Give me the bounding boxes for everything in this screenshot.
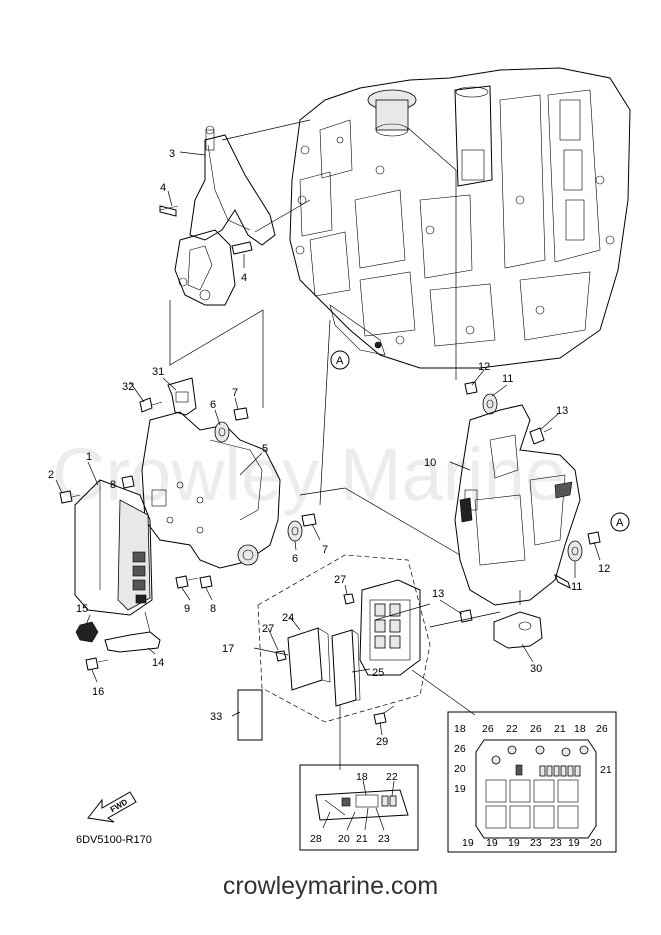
inset-left: 18 22 28 20 21 23 (299, 764, 419, 851)
inset-right-right-21: 21 (600, 764, 612, 776)
upper-bracket (159, 119, 311, 306)
relay-box (359, 579, 421, 676)
group-17-boundary (257, 554, 431, 723)
callout-27-right: 27 (334, 574, 346, 586)
callout-24: 24 (282, 612, 294, 624)
callout-1: 1 (86, 451, 92, 463)
inset-right-top-26b: 26 (530, 723, 542, 735)
callout-14: 14 (152, 657, 164, 669)
callout-11-upper: 11 (502, 373, 513, 385)
callout-6-left: 6 (210, 399, 216, 411)
inset-right-bottom-19d: 19 (568, 837, 580, 849)
callout-7-lower: 7 (322, 544, 328, 556)
ref-circle-a-left (330, 350, 350, 370)
callout-12-upper: 12 (478, 361, 490, 373)
bracket-31 (167, 377, 197, 416)
callout-5: 5 (262, 443, 268, 455)
callout-numbers: 3 4 4 31 32 6 7 5 1 2 8 6 7 9 8 15 14 16… (48, 148, 610, 748)
right-bracket (454, 404, 581, 606)
callout-3: 3 (169, 148, 175, 160)
inset-right-top-21: 21 (554, 723, 566, 735)
callout-16: 16 (92, 686, 104, 698)
inset-right-bottom-23b: 23 (550, 837, 562, 849)
callout-31: 31 (152, 366, 164, 378)
inset-right-frame (447, 711, 617, 853)
callout-13-upper: 13 (556, 405, 568, 417)
callout-4-lower: 4 (241, 272, 247, 284)
inset-left-18: 18 (356, 771, 368, 783)
engine-block (289, 67, 631, 380)
callout-2: 2 (48, 469, 54, 481)
callout-33: 33 (210, 711, 222, 723)
callout-15: 15 (76, 603, 88, 615)
callout-10: 10 (424, 457, 436, 469)
inset-right-bottom-23a: 23 (530, 837, 542, 849)
inset-right-left-20: 20 (454, 763, 466, 775)
callout-27-left: 27 (262, 623, 274, 635)
fasteners (59, 381, 601, 725)
inset-right-top-18a: 18 (454, 723, 466, 735)
cover-30 (493, 611, 543, 649)
inset-right-top-18b: 18 (574, 723, 586, 735)
inset-left-23: 23 (378, 833, 390, 845)
callout-4-upper: 4 (160, 182, 166, 194)
callout-8-upper: 8 (110, 479, 116, 491)
callout-29: 29 (376, 736, 388, 748)
drawing-code: 6DV5100-R170 (76, 834, 152, 846)
inset-right-left-26: 26 (454, 743, 466, 755)
ref-circle-a-right (610, 512, 630, 532)
callout-12-lower: 12 (598, 563, 610, 575)
watermark: Crowley Marine (52, 433, 566, 516)
guide-line-upper (169, 300, 264, 408)
callout-30: 30 (530, 663, 542, 675)
component-25 (331, 629, 361, 707)
nut-15 (75, 621, 99, 643)
inset-right-top-26c: 26 (596, 723, 608, 735)
label-33 (237, 689, 263, 741)
callout-leaders (55, 151, 601, 736)
fwd-arrow-icon: FWD (87, 791, 137, 823)
ref-mark-a-right: A (616, 517, 624, 529)
inset-right: 18 26 22 26 21 18 26 26 20 19 21 19 19 1… (447, 711, 617, 853)
callout-17: 17 (222, 643, 234, 655)
ref-mark-a-left: A (336, 355, 344, 367)
callout-13-lower: 13 (432, 588, 444, 600)
connector-lines (299, 487, 521, 770)
inset-right-bottom-19c: 19 (508, 837, 520, 849)
inset-right-top-26a: 26 (482, 723, 494, 735)
inset-left-28: 28 (310, 833, 322, 845)
inset-left-frame (299, 764, 419, 851)
inset-right-bottom-19a: 19 (462, 837, 474, 849)
inset-left-22: 22 (386, 771, 398, 783)
ecm-unit (74, 479, 153, 616)
inset-right-bottom-19b: 19 (486, 837, 498, 849)
callout-32: 32 (122, 381, 134, 393)
callout-9: 9 (184, 603, 190, 615)
inset-right-top-22: 22 (506, 723, 518, 735)
callout-6-right: 6 (292, 553, 298, 565)
callout-8-lower: 8 (210, 603, 216, 615)
component-24 (287, 627, 331, 691)
site-footer: crowleymarine.com (222, 872, 439, 900)
inset-left-21: 21 (356, 833, 368, 845)
inset-left-20: 20 (338, 833, 350, 845)
inset-right-bottom-20: 20 (590, 837, 602, 849)
inset-right-left-19: 19 (454, 783, 466, 795)
callout-11-lower: 11 (571, 581, 582, 593)
guide-line-center (319, 319, 331, 506)
bracket-14 (104, 611, 161, 653)
callout-25: 25 (372, 667, 384, 679)
callout-7-upper: 7 (232, 387, 238, 399)
